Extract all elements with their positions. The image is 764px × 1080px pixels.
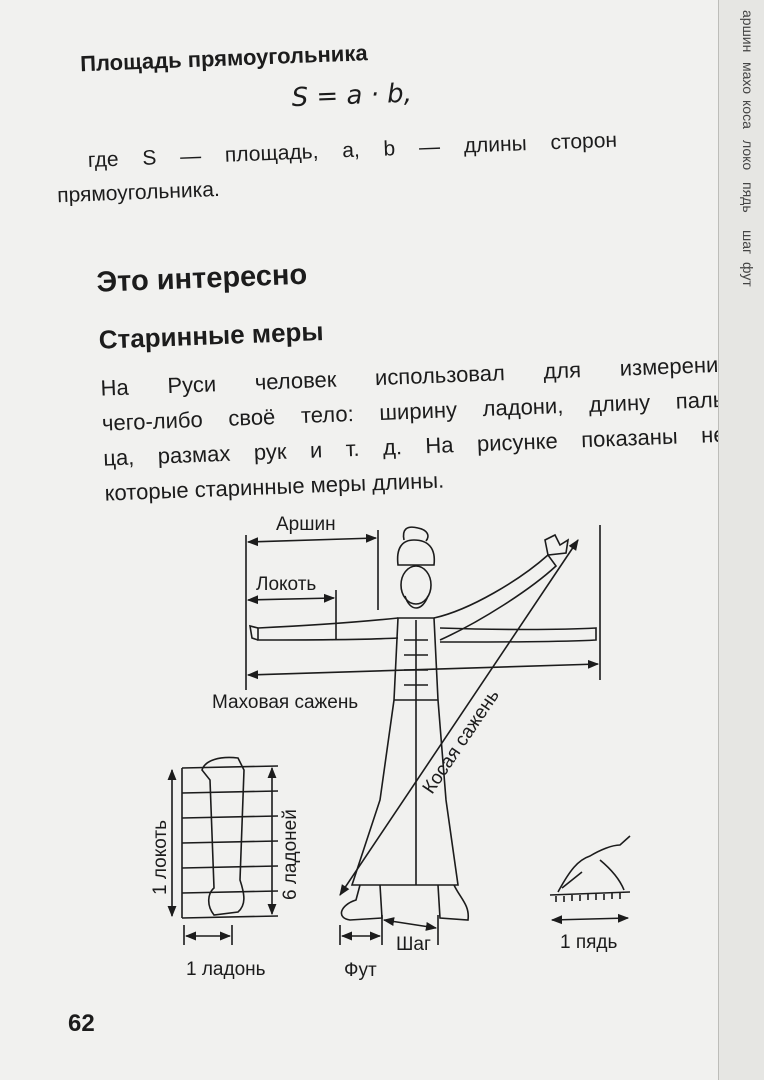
old-measures-figure: Аршин Локоть Маховая сажень Косая сажень… bbox=[150, 514, 631, 981]
six-ladoney-label: 6 ладоней bbox=[280, 809, 301, 900]
edge-word: аршин bbox=[740, 10, 756, 53]
makhovaya-label: Маховая сажень bbox=[212, 692, 358, 713]
fut-label: Фут bbox=[344, 960, 377, 981]
one-ladon-label: 1 ладонь bbox=[186, 959, 266, 980]
kosaya-arrow bbox=[339, 539, 579, 896]
edge-word: фут bbox=[740, 262, 756, 287]
book-page: Площадь прямоугольника S = a · b, где S … bbox=[0, 0, 730, 1080]
edge-word: шаг bbox=[740, 230, 756, 255]
lokot-label: Локоть bbox=[256, 574, 316, 595]
lokot-arrow bbox=[246, 593, 336, 605]
shag-label: Шаг bbox=[396, 934, 431, 955]
edge-word: локо bbox=[740, 140, 756, 171]
one-pyad-label: 1 пядь bbox=[560, 932, 618, 953]
arshin-label: Аршин bbox=[276, 514, 336, 535]
one-lokot-label: 1 локоть bbox=[150, 820, 171, 895]
next-page-edge bbox=[718, 0, 764, 1080]
shag-arrow bbox=[382, 917, 438, 931]
man-figure bbox=[249, 526, 597, 921]
arm-diagram bbox=[167, 756, 279, 945]
pyad-diagram bbox=[549, 835, 631, 925]
edge-word: пядь bbox=[740, 182, 756, 213]
edge-word: коса bbox=[740, 100, 756, 129]
kosaya-label: Косая сажень bbox=[419, 686, 504, 798]
pyad-arrow bbox=[550, 913, 630, 925]
edge-word: махо bbox=[740, 62, 756, 95]
arshin-arrow bbox=[246, 533, 378, 547]
page-number: 62 bbox=[68, 1010, 95, 1037]
